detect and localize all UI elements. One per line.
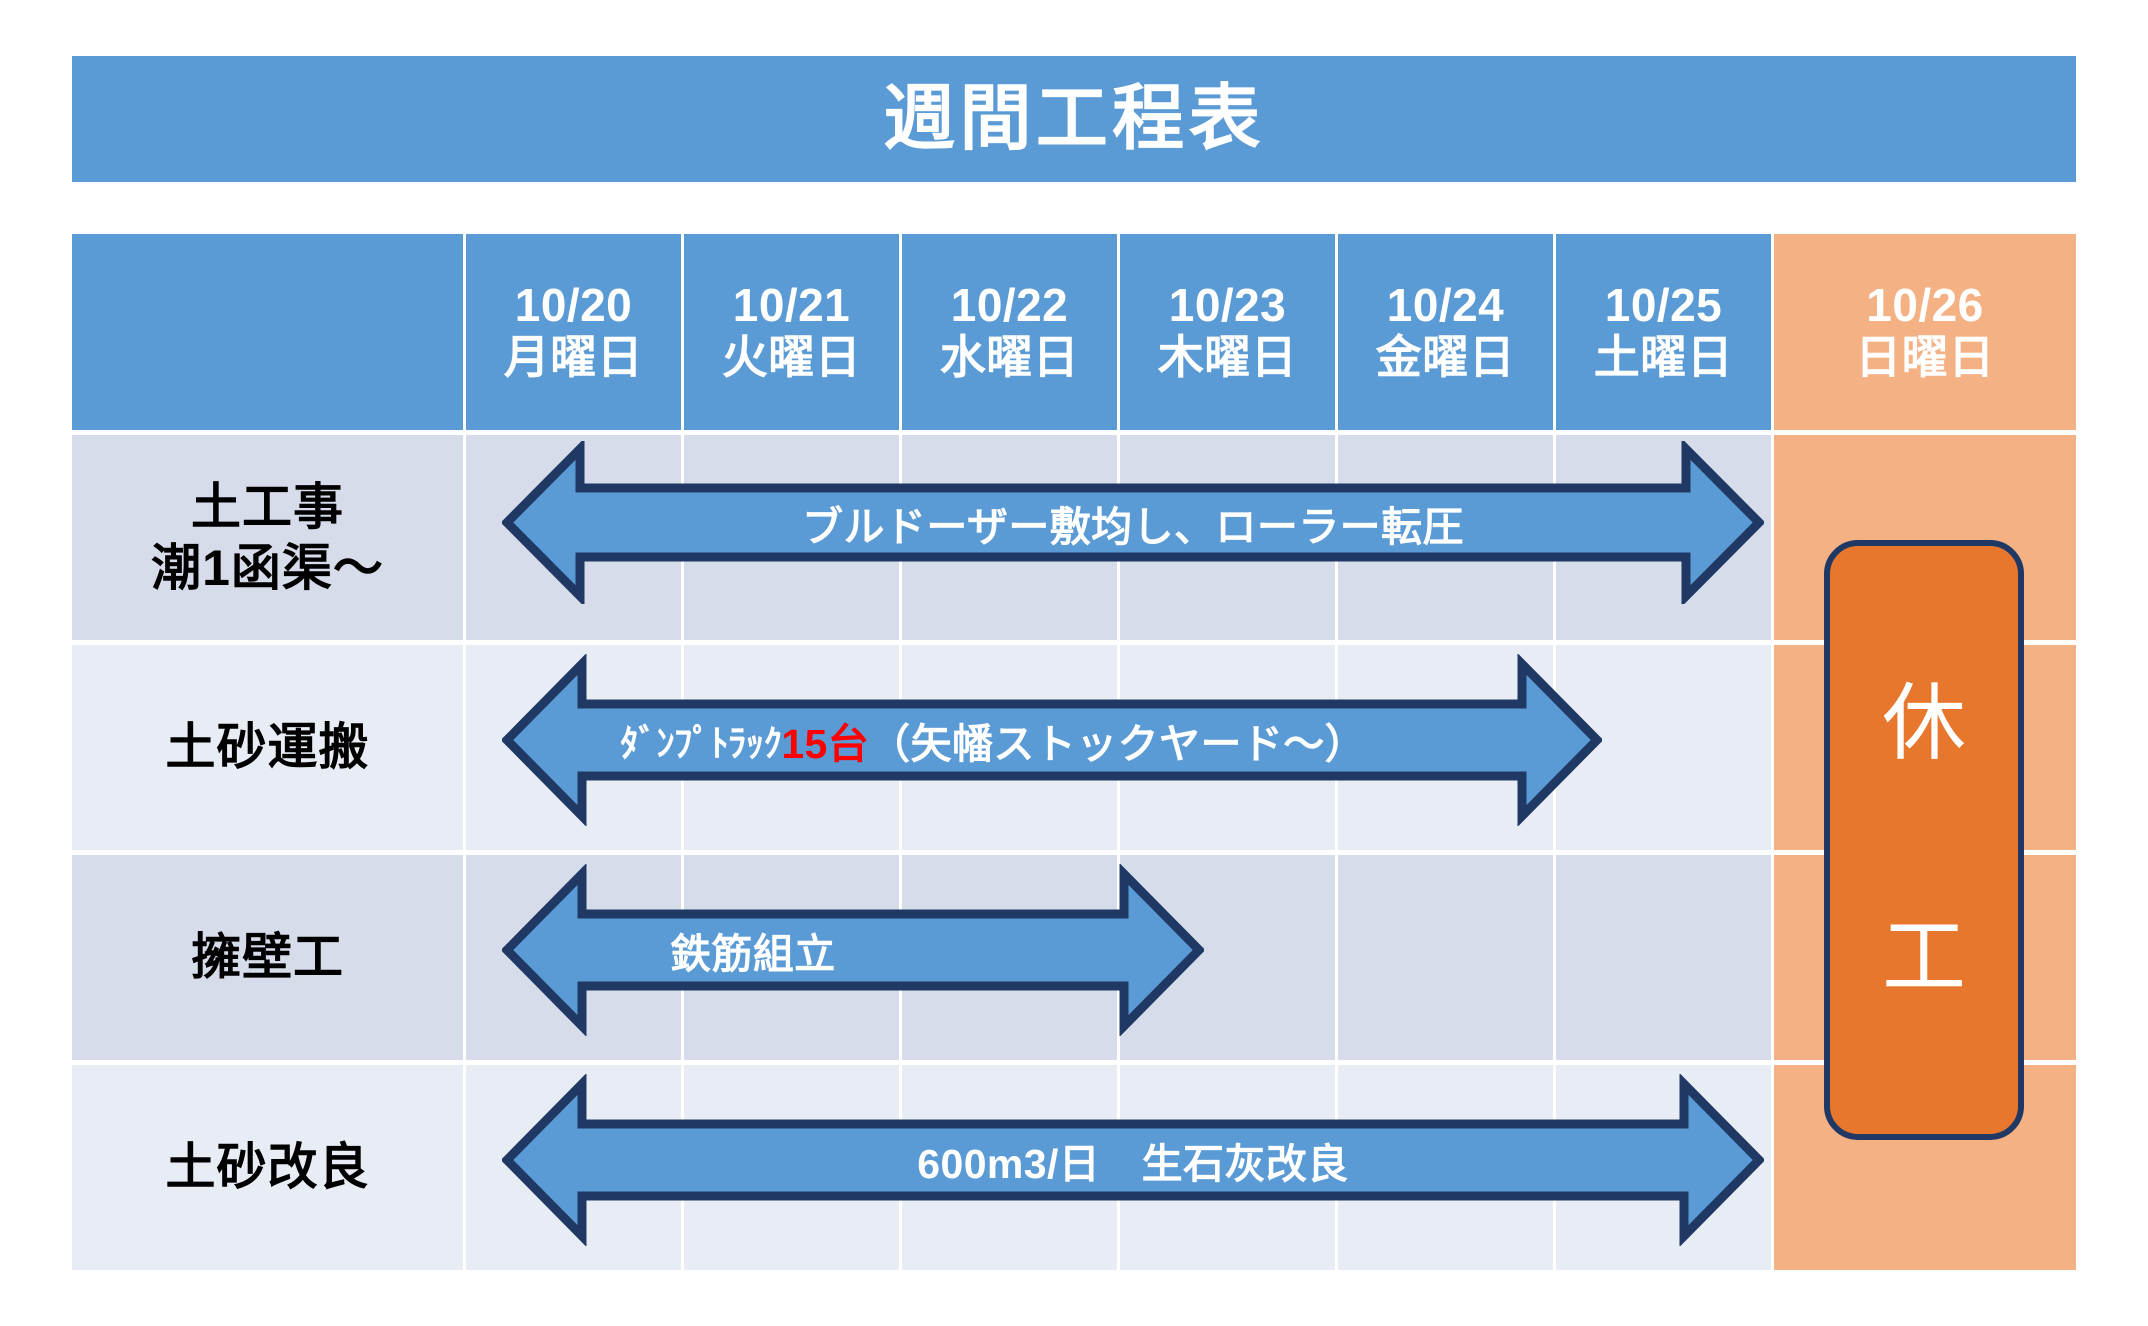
row-separator [72,850,2076,855]
header-corner-cell [72,234,463,430]
header-col-10-24[interactable]: 10/24 金曜日 [1338,234,1553,430]
table-row: 土工事 潮1函渠〜 ブルドーザー敷均し、ローラー転圧 [72,435,2076,640]
task-arrow-yoheki-ko[interactable]: 鉄筋組立 [502,864,1204,1036]
header-weekday: 木曜日 [1157,331,1298,383]
row-label-line1: 土工事 [191,478,344,535]
grid-line [1553,855,1556,1060]
header-date: 10/24 [1386,279,1505,332]
row-label-yoheki-ko: 擁壁工 [72,855,463,1060]
header-date: 10/20 [514,279,633,332]
row-label-dosha-unpan: 土砂運搬 [72,645,463,850]
page-title-banner: 週間工程表 [72,56,2076,182]
grid-line [1771,645,1774,850]
row-label-line1: 土砂運搬 [165,719,370,775]
header-date: 10/25 [1604,279,1723,332]
table-row: 土砂改良 600m3/日 生石灰改良 [72,1065,2076,1270]
header-weekday: 月曜日 [503,331,644,383]
task-arrow-doko-ji[interactable]: ブルドーザー敷均し、ローラー転圧 [502,441,1764,604]
grid-line [1771,1065,1774,1270]
holiday-char-2: 工 [1881,908,1966,1006]
header-col-10-20[interactable]: 10/20 月曜日 [466,234,681,430]
holiday-char-1: 休 [1881,674,1966,772]
table-row: 擁壁工 鉄筋組立 [72,855,2076,1060]
header-date: 10/22 [950,279,1069,332]
row-label-line1: 擁壁工 [191,929,344,985]
header-col-10-22[interactable]: 10/22 水曜日 [902,234,1117,430]
page-title: 週間工程表 [883,79,1265,159]
task-arrow-dosha-kairyo[interactable]: 600m3/日 生石灰改良 [502,1074,1764,1246]
header-col-10-21[interactable]: 10/21 火曜日 [684,234,899,430]
header-weekday: 火曜日 [721,331,862,383]
header-weekday: 日曜日 [1855,331,1995,383]
row-label-line1: 土砂改良 [165,1139,370,1195]
header-col-10-26[interactable]: 10/26 日曜日 [1774,234,2076,430]
row-separator [72,1060,2076,1065]
header-weekday: 土曜日 [1593,331,1734,383]
row-separator [72,640,2076,645]
schedule-table: 10/20 月曜日 10/21 火曜日 10/22 水曜日 10/23 木曜日 … [72,234,2076,1270]
grid-line [1335,855,1338,1060]
grid-line [1771,435,1774,640]
holiday-box-kyuko[interactable]: 休 工 [1824,540,2024,1140]
header-date: 10/26 [1866,279,1984,332]
table-header-row: 10/20 月曜日 10/21 火曜日 10/22 水曜日 10/23 木曜日 … [72,234,2076,430]
row-label-doko-ji: 土工事 潮1函渠〜 [72,435,463,640]
grid-line [463,645,466,850]
grid-line [463,1065,466,1270]
header-date: 10/23 [1168,279,1287,332]
header-date: 10/21 [732,279,851,332]
grid-line [463,435,466,640]
row-separator [72,430,2076,435]
header-weekday: 水曜日 [939,331,1080,383]
header-col-10-23[interactable]: 10/23 木曜日 [1120,234,1335,430]
grid-line [463,855,466,1060]
header-col-10-25[interactable]: 10/25 土曜日 [1556,234,1771,430]
grid-line [1771,855,1774,1060]
row-label-line2: 潮1函渠〜 [151,539,384,596]
row-label-dosha-kairyo: 土砂改良 [72,1065,463,1270]
header-weekday: 金曜日 [1375,331,1516,383]
